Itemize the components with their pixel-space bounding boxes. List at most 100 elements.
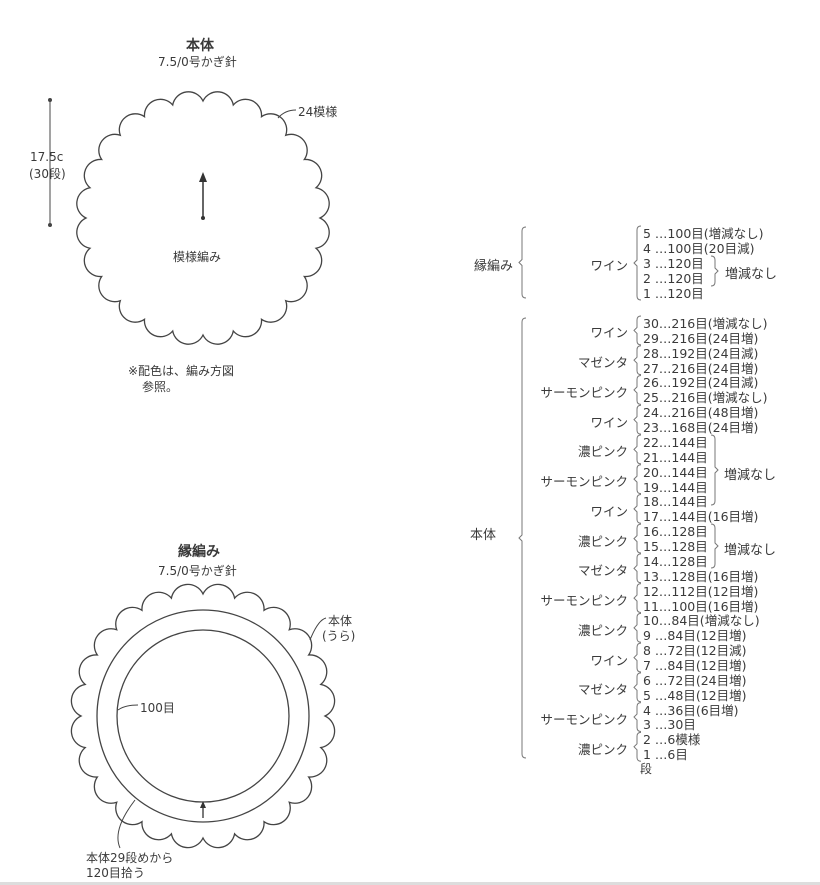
color-label: マゼンタ <box>577 563 628 579</box>
row-entry: 24…216目(48目増) <box>643 405 759 421</box>
row-entry: 29…216目(24目増) <box>643 330 759 346</box>
body-title: 本体 <box>186 38 214 54</box>
row-entry: 30…216目(増減なし) <box>643 316 768 331</box>
row-entry: 4 …100目(20目減) <box>643 241 755 256</box>
row-entry: 8 …72目(12目減) <box>643 643 747 659</box>
color-group-brace <box>633 225 642 301</box>
row-entry: 28…192目(24目減) <box>643 345 759 361</box>
color-group-brace <box>633 642 642 673</box>
color-group-brace <box>633 702 642 732</box>
row-entry: 9 …84目(12目増) <box>643 628 747 644</box>
row-entry: 18…144目 <box>643 494 708 510</box>
no-change-label-b: 増減なし <box>724 543 777 558</box>
row-entry: 4 …36目(6目増) <box>643 702 739 718</box>
color-label: ワイン <box>590 503 628 519</box>
color-group-brace <box>633 315 642 346</box>
color-label: マゼンタ <box>577 355 628 371</box>
color-group-brace <box>633 345 642 376</box>
color-group-brace <box>633 553 642 584</box>
color-group-brace <box>633 612 642 643</box>
pickup-line1: 本体29段めから <box>86 851 174 865</box>
no-change-brace-a <box>710 434 719 506</box>
height-label: 17.5c <box>30 150 64 164</box>
no-change-brace-b <box>710 523 719 569</box>
row-entry: 2 …120目 <box>643 271 704 286</box>
count-leader-line <box>117 704 139 711</box>
body-outer-circle <box>96 609 310 823</box>
color-group-brace <box>633 404 642 435</box>
pickup-leader-line <box>117 799 136 849</box>
edge-hook: 7.5/0号かぎ針 <box>158 564 237 578</box>
body-inner-circle <box>116 629 290 803</box>
color-label: ワイン <box>590 258 628 273</box>
color-group-brace <box>633 374 642 405</box>
row-entry: 25…216目(増減なし) <box>643 390 768 406</box>
color-label: 濃ピンク <box>577 622 628 638</box>
dimension-dot-top <box>48 98 52 102</box>
color-label: ワイン <box>590 414 628 430</box>
row-entry: 1 …6目 <box>643 747 688 763</box>
color-group-brace <box>633 583 642 614</box>
row-entry: 14…128目 <box>643 553 708 569</box>
color-label: ワイン <box>590 325 628 341</box>
pickup-line2: 120目拾う <box>86 866 145 880</box>
row-entry: 2 …6模様 <box>643 732 701 748</box>
row-entry: 20…144目 <box>643 464 708 480</box>
no-change-label-a: 増減なし <box>724 468 777 483</box>
row-entry: 3 …30目 <box>643 717 696 733</box>
row-entry: 5 …48目(12目増) <box>643 687 747 703</box>
bottom-border <box>0 882 820 885</box>
rows-unit-label: 段 <box>640 762 653 776</box>
row-entry: 5 …100目(増減なし) <box>643 226 764 241</box>
body-section-brace <box>518 317 527 759</box>
row-entry: 13…128目(16目増) <box>643 568 759 584</box>
body-leader-line <box>309 617 327 641</box>
edge-title: 縁編み <box>178 544 220 560</box>
scalloped-edge-outline <box>70 583 336 849</box>
row-entry: 26…192目(24目減) <box>643 375 759 391</box>
scalloped-body-outline <box>76 91 330 345</box>
row-entry: 21…144目 <box>643 449 708 465</box>
row-entry: 15…128目 <box>643 539 708 555</box>
body-section-label: 本体 <box>470 528 497 543</box>
color-group-brace <box>633 523 642 554</box>
row-entry: 7 …84目(12目増) <box>643 658 747 673</box>
pattern-leader-line <box>277 109 297 119</box>
row-entry: 22…144目 <box>643 434 708 450</box>
pattern-count-label: 24模様 <box>298 105 338 119</box>
note-line2: 参照。 <box>142 380 179 394</box>
color-label: 濃ピンク <box>577 533 628 549</box>
edge-section-brace <box>518 226 527 299</box>
color-label: サーモンピンク <box>540 474 628 490</box>
color-label: 濃ピンク <box>577 741 628 757</box>
color-label: サーモンピンク <box>540 712 628 728</box>
dimension-dot-bottom <box>48 223 52 227</box>
row-entry: 11…100目(16目増) <box>643 598 759 614</box>
pickup-arrow-icon <box>200 801 206 808</box>
row-entry: 16…128目 <box>643 524 708 540</box>
row-entry: 1 …120目 <box>643 286 704 301</box>
rows-label: (30段) <box>29 167 66 181</box>
edge-section-label: 縁編み <box>474 259 514 274</box>
row-entry: 17…144目(16目増) <box>643 509 759 525</box>
stitch-label: 模様編み <box>173 250 222 264</box>
color-label: マゼンタ <box>577 682 628 698</box>
color-label: 濃ピンク <box>577 444 628 460</box>
color-label: ワイン <box>590 652 628 668</box>
arrow-origin-dot <box>201 216 205 220</box>
row-entry: 19…144目 <box>643 479 708 495</box>
note-line1: ※配色は、編み方図 <box>128 364 235 378</box>
row-entry: 12…112目(12目増) <box>643 583 759 599</box>
color-group-brace <box>633 672 642 703</box>
color-group-brace <box>633 731 642 762</box>
color-group-brace <box>633 464 642 495</box>
row-entry: 27…216目(24目増) <box>643 360 759 376</box>
stitch-count-label: 100目 <box>140 701 175 715</box>
color-label: サーモンピンク <box>540 593 628 609</box>
color-label: サーモンピンク <box>540 384 628 400</box>
row-entry: 3 …120目 <box>643 256 704 271</box>
body-hook: 7.5/0号かぎ針 <box>158 55 237 69</box>
color-group-brace <box>633 493 642 524</box>
row-entry: 10…84目(増減なし) <box>643 613 760 629</box>
body-back-label2: (うら) <box>322 629 356 643</box>
